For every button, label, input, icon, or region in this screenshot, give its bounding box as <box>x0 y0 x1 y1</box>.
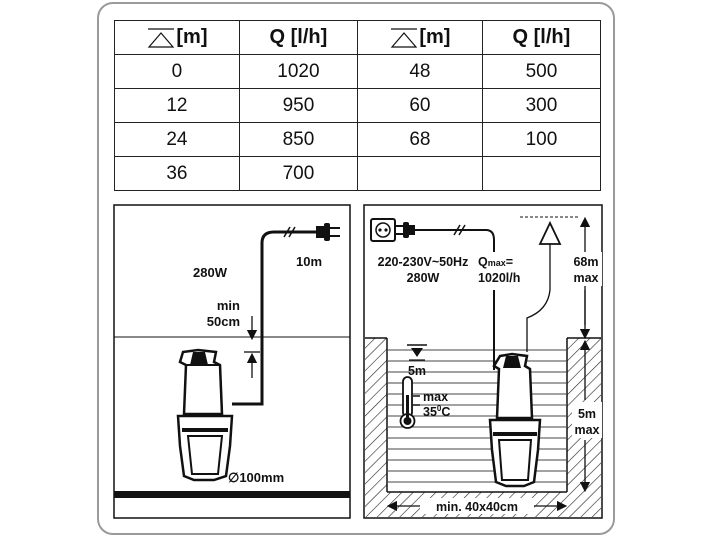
water-level-icon <box>407 344 427 361</box>
head-value-label: 68m <box>573 255 598 269</box>
cell-flow: 300 <box>481 88 602 123</box>
left-power-label: 280W <box>193 265 228 280</box>
cell-head <box>356 156 483 191</box>
well-floor-bar <box>114 491 350 498</box>
left-panel-border <box>113 204 351 519</box>
header-head-unit: [m] <box>176 26 208 48</box>
cable-length-label: 10m <box>296 254 322 269</box>
voltage-label: 220-230V~50Hz <box>378 255 469 269</box>
cell-head: 12 <box>114 88 240 123</box>
plug-icon <box>396 222 415 238</box>
left-diagram: 280W 10m min 50cm ∅100mm <box>113 204 351 519</box>
header-flow-label: Q [l/h] <box>269 26 328 48</box>
pump-icon <box>176 348 234 482</box>
right-diagram: 220-230V~50Hz 280W Qmax= 1020l/h 68m max… <box>363 204 603 519</box>
cell-head: 0 <box>114 54 240 89</box>
depth-label: 5m <box>408 364 426 378</box>
cable-break-mark <box>453 224 461 236</box>
cell-flow: 100 <box>481 122 602 157</box>
cable-break-mark <box>458 224 466 236</box>
well-depth-label: 5m <box>578 407 596 421</box>
temp-value-label: 350C <box>423 404 450 419</box>
table-row: 36 700 <box>114 156 602 191</box>
header-flow-cell-right: Q [l/h] <box>481 20 602 55</box>
well-wall-left <box>365 338 387 517</box>
cell-flow: 850 <box>238 122 358 157</box>
cable-break-mark <box>283 226 291 238</box>
table-row: 24 850 68 100 <box>114 122 602 157</box>
header-flow-cell: Q [l/h] <box>238 20 358 55</box>
power-cable <box>232 230 318 406</box>
well-max-label: max <box>574 423 599 437</box>
temp-max-label: max <box>423 390 448 404</box>
flow-up-arrow <box>538 220 562 245</box>
cell-head: 68 <box>356 122 483 157</box>
qmax-value-label: 1020l/h <box>478 271 520 285</box>
pit-size-label: min. 40x40cm <box>436 500 518 514</box>
thermometer-icon <box>399 376 416 429</box>
head-triangle-icon <box>148 27 175 48</box>
table-row: 12 950 60 300 <box>114 88 602 123</box>
min-label: min <box>217 298 240 313</box>
cable-break-mark <box>288 226 296 238</box>
head-max-label: max <box>573 271 598 285</box>
socket-icon <box>370 218 396 242</box>
cell-flow: 950 <box>238 88 358 123</box>
cell-flow <box>481 156 602 191</box>
cell-flow: 700 <box>238 156 358 191</box>
cell-flow: 1020 <box>238 54 358 89</box>
pump-icon <box>488 352 542 488</box>
right-power-label: 280W <box>407 271 440 285</box>
diameter-label: ∅100mm <box>228 470 284 485</box>
plug-icon <box>316 223 340 241</box>
flow-table: [m] Q [l/h] [m] Q [l/h] 0 1020 48 500 12… <box>114 20 602 191</box>
header-head-unit: [m] <box>419 26 451 48</box>
cell-head: 60 <box>356 88 483 123</box>
table-row: 0 1020 48 500 <box>114 54 602 89</box>
cell-head: 36 <box>114 156 240 191</box>
min-value-label: 50cm <box>207 314 240 329</box>
outlet-hose <box>526 244 551 352</box>
cell-flow: 500 <box>481 54 602 89</box>
head-triangle-icon <box>391 27 418 48</box>
qmax-label: Qmax= <box>478 255 513 269</box>
power-cable <box>415 229 495 370</box>
header-flow-label: Q [l/h] <box>512 26 571 48</box>
